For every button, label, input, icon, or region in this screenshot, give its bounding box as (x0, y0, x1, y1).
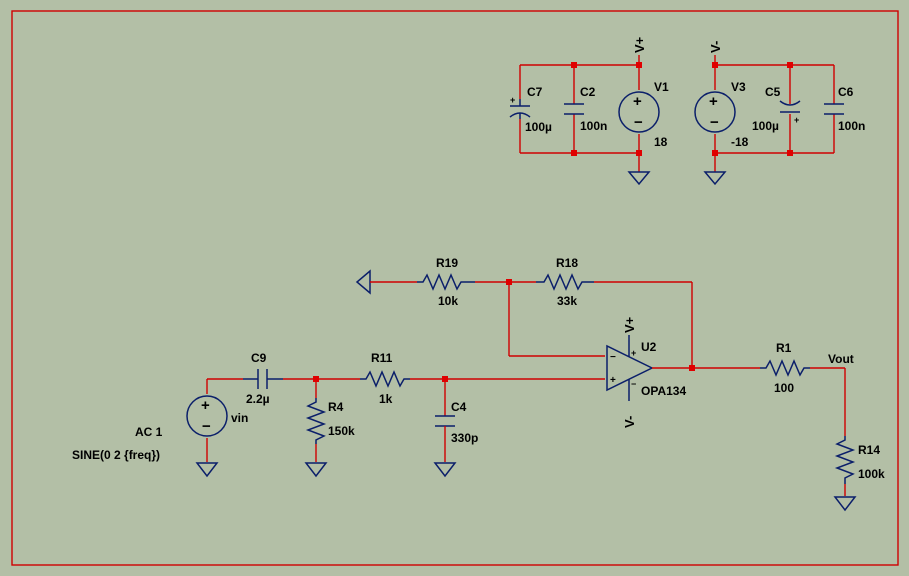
v1-minus-sign: − (634, 114, 643, 131)
u2-value: OPA134 (641, 384, 686, 398)
junction-dot (689, 365, 695, 371)
r18-name: R18 (556, 256, 578, 270)
ground-icon (355, 269, 371, 295)
resistor-r1[interactable] (760, 359, 810, 377)
c5-plus: + (794, 115, 799, 125)
v1-value: 18 (654, 135, 668, 149)
r4-name: R4 (328, 400, 344, 414)
r4-value: 150k (328, 424, 355, 438)
opamp-vminus-label: V- (622, 416, 637, 428)
capacitor-c2[interactable] (564, 103, 584, 115)
junction-dot (636, 150, 642, 156)
resistor-r11[interactable] (360, 370, 410, 388)
c7-value: 100µ (525, 120, 552, 134)
c2-value: 100n (580, 119, 607, 133)
vout-net-label: Vout (828, 352, 854, 366)
c5-name: C5 (765, 85, 781, 99)
v3-name: V3 (731, 80, 746, 94)
v1-plus-sign: + (633, 93, 642, 110)
junction-dot (571, 150, 577, 156)
vin-sine-directive: SINE(0 2 {freq}) (72, 448, 160, 462)
opamp-minus-pin: − (610, 352, 616, 363)
voltage-source-v3[interactable]: + − (694, 91, 736, 133)
junction-dot (787, 150, 793, 156)
capacitor-c9[interactable] (243, 369, 283, 389)
resistor-r4[interactable] (305, 398, 327, 444)
r11-value: 1k (379, 392, 393, 406)
resistor-r19[interactable] (417, 273, 475, 291)
vplus-rail-label: V+ (632, 36, 647, 53)
r11-name: R11 (371, 351, 393, 365)
ground-icon (833, 496, 857, 512)
junction-dot (313, 376, 319, 382)
junction-dot (712, 62, 718, 68)
r19-name: R19 (436, 256, 458, 270)
vin-plus-sign: + (201, 397, 210, 414)
r14-name: R14 (858, 443, 880, 457)
capacitor-c6[interactable] (824, 103, 844, 115)
junction-dot (636, 62, 642, 68)
r14-value: 100k (858, 467, 885, 481)
opamp-plus-pin: + (610, 375, 616, 386)
vminus-rail-label: V- (708, 41, 723, 53)
c6-name: C6 (838, 85, 854, 99)
v1-name: V1 (654, 80, 669, 94)
c9-value: 2.2µ (246, 392, 270, 406)
r19-value: 10k (438, 294, 458, 308)
capacitor-c5[interactable]: + (779, 100, 801, 125)
c4-name: C4 (451, 400, 467, 414)
vin-ac-directive: AC 1 (135, 425, 163, 439)
ground-icon (195, 462, 219, 478)
vin-minus-sign: − (202, 418, 211, 435)
resistor-r14[interactable] (834, 436, 856, 484)
c4-value: 330p (451, 431, 478, 445)
u2-name: U2 (641, 340, 657, 354)
ground-icon (627, 171, 651, 186)
opamp-vplus-pin: + (631, 348, 636, 358)
c6-value: 100n (838, 119, 865, 133)
r1-value: 100 (774, 381, 794, 395)
r1-name: R1 (776, 341, 792, 355)
voltage-source-vin[interactable]: + − (186, 395, 228, 437)
junction-dot (787, 62, 793, 68)
opamp-vplus-label: V+ (622, 316, 637, 333)
vin-name: vin (231, 411, 248, 425)
junction-dot (506, 279, 512, 285)
c5-value: 100µ (752, 119, 779, 133)
junction-dot (442, 376, 448, 382)
ground-icon (703, 171, 727, 186)
v3-plus-sign: + (709, 93, 718, 110)
c2-name: C2 (580, 85, 596, 99)
v3-value: -18 (731, 135, 749, 149)
v3-minus-sign: − (710, 114, 719, 131)
ground-icon (304, 462, 328, 478)
capacitor-c4[interactable] (435, 415, 455, 427)
c9-name: C9 (251, 351, 267, 365)
junction-dot (712, 150, 718, 156)
opamp-u2[interactable]: − + + − (606, 335, 654, 401)
resistor-r18[interactable] (536, 273, 594, 291)
opamp-vminus-pin: − (631, 379, 636, 389)
power-supply-section: + + − + − + (509, 36, 865, 186)
sheet-border (11, 10, 899, 566)
junction-dot (571, 62, 577, 68)
signal-section: + − (72, 256, 885, 512)
voltage-source-v1[interactable]: + − (618, 91, 660, 133)
ground-icon (433, 462, 457, 478)
c7-name: C7 (527, 85, 543, 99)
capacitor-c7[interactable]: + (509, 95, 531, 119)
r18-value: 33k (557, 294, 577, 308)
c7-plus: + (510, 95, 515, 105)
